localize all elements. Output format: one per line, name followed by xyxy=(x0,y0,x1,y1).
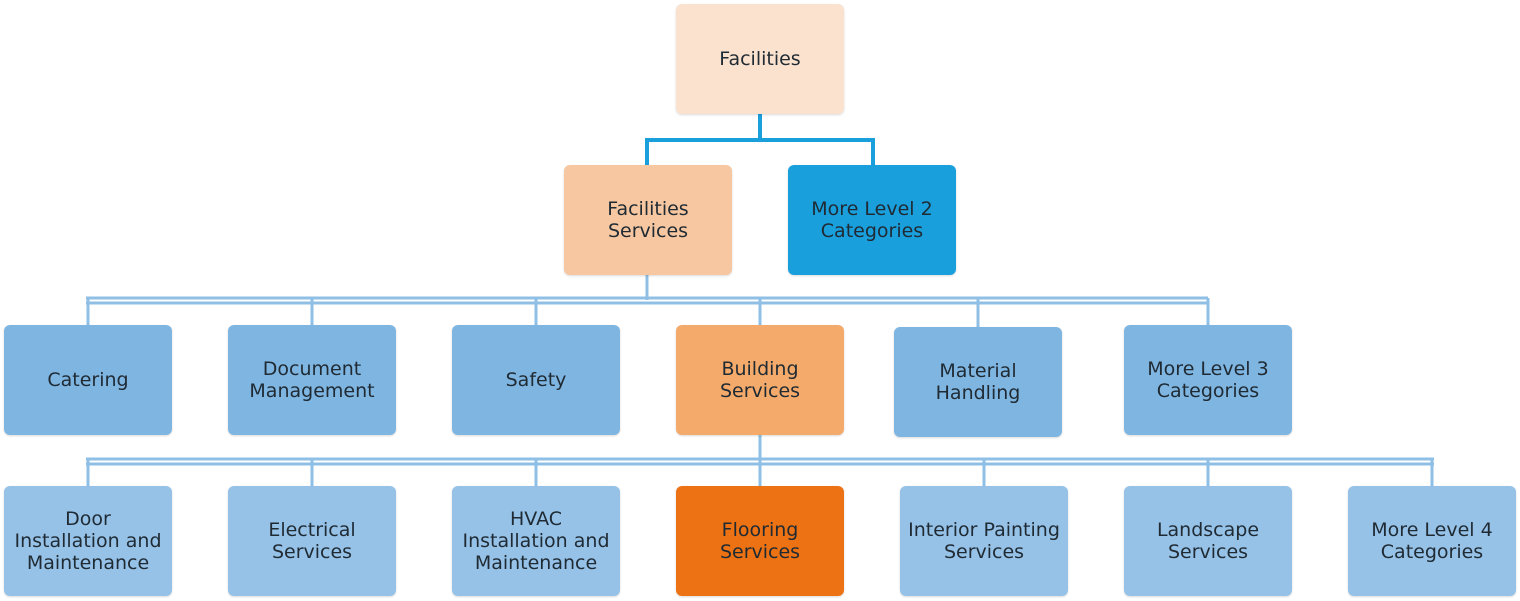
node-label: Building Services xyxy=(719,358,801,402)
node-safety[interactable]: Safety xyxy=(452,325,620,435)
node-label: Catering xyxy=(47,369,129,391)
node-interior-painting-services[interactable]: Interior Painting Services xyxy=(900,486,1068,596)
node-more-level-4-categories[interactable]: More Level 4 Categories xyxy=(1348,486,1516,596)
node-label: Safety xyxy=(505,369,567,391)
node-label: More Level 2 Categories xyxy=(811,198,933,242)
node-label: More Level 3 Categories xyxy=(1147,358,1269,402)
node-building-services[interactable]: Building Services xyxy=(676,325,844,435)
node-label: Document Management xyxy=(249,358,375,402)
node-electrical-services[interactable]: Electrical Services xyxy=(228,486,396,596)
node-more-level-3-categories[interactable]: More Level 3 Categories xyxy=(1124,325,1292,435)
connector-level1-level2 xyxy=(645,114,875,165)
node-label: Landscape Services xyxy=(1156,519,1260,563)
node-document-management[interactable]: Document Management xyxy=(228,325,396,435)
node-catering[interactable]: Catering xyxy=(4,325,172,435)
node-facilities-services[interactable]: Facilities Services xyxy=(564,165,732,275)
node-label: Electrical Services xyxy=(268,519,356,563)
node-facilities[interactable]: Facilities xyxy=(676,4,844,114)
node-flooring-services[interactable]: Flooring Services xyxy=(676,486,844,596)
node-label: Facilities xyxy=(719,48,801,70)
node-label: More Level 4 Categories xyxy=(1371,519,1493,563)
node-door-installation-and-maintenance[interactable]: Door Installation and Maintenance xyxy=(4,486,172,596)
node-label: Material Handling xyxy=(935,360,1021,404)
node-label: HVAC Installation and Maintenance xyxy=(462,508,610,574)
connector-level3-level4 xyxy=(86,435,1434,486)
node-label: Door Installation and Maintenance xyxy=(14,508,162,574)
node-label: Flooring Services xyxy=(719,519,801,563)
node-label: Facilities Services xyxy=(607,198,689,242)
node-label: Interior Painting Services xyxy=(908,519,1060,563)
node-landscape-services[interactable]: Landscape Services xyxy=(1124,486,1292,596)
connector-level2-level3 xyxy=(86,275,1210,327)
node-hvac-installation-and-maintenance[interactable]: HVAC Installation and Maintenance xyxy=(452,486,620,596)
node-more-level-2-categories[interactable]: More Level 2 Categories xyxy=(788,165,956,275)
node-material-handling[interactable]: Material Handling xyxy=(894,327,1062,437)
